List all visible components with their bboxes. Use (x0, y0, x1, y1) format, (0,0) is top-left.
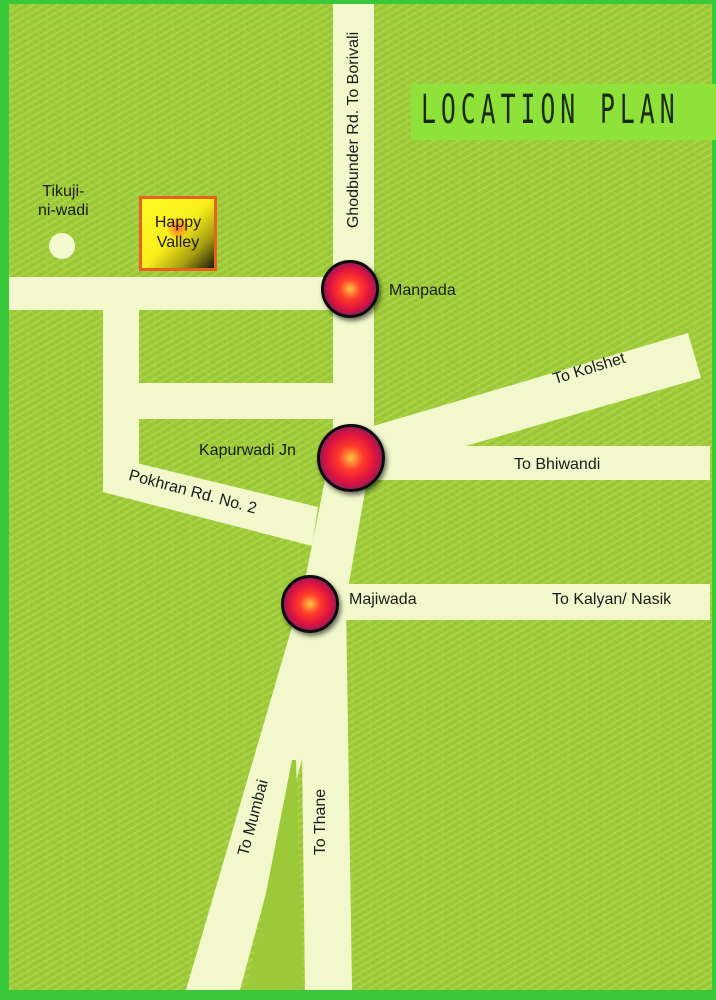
road-split-gap (247, 760, 303, 990)
road-thane (300, 600, 352, 990)
junction-marker-icon[interactable] (321, 260, 379, 318)
road-pokhran (103, 455, 318, 546)
page-title: LOCATION PLAN (421, 87, 680, 133)
road-kalyan (310, 584, 710, 620)
road-network (9, 4, 710, 990)
road-label-ghodbunder: Ghodbunder Rd. To Borivali (345, 31, 362, 229)
road-middle-lane (103, 383, 373, 419)
project-name-line2: Valley (156, 234, 200, 251)
village-dot-icon (49, 233, 75, 259)
title-band (411, 84, 716, 140)
road-manpada-horizontal (9, 277, 374, 310)
junction-label-manpada: Manpada (389, 282, 456, 299)
road-label-kalyan: To Kalyan/ Nasik (552, 591, 672, 608)
village-label-line2: ni-wadi (38, 202, 89, 219)
village-label: Tikuji- ni-wadi (38, 182, 89, 220)
junction-label-kapurwadi: Kapurwadi Jn (199, 442, 296, 459)
road-label-bhiwandi: To Bhiwandi (514, 456, 601, 473)
road-kolshet (360, 333, 701, 473)
project-name-line1: Happy (154, 214, 202, 231)
location-map (9, 4, 712, 990)
junction-marker-icon[interactable] (317, 424, 385, 492)
village-label-line1: Tikuji- (42, 183, 85, 200)
junction-marker-icon[interactable] (281, 575, 339, 633)
project-label: Happy Valley (142, 213, 214, 253)
project-marker[interactable]: Happy Valley (139, 196, 217, 271)
road-label-thane: To Thane (312, 788, 329, 856)
junction-label-majiwada: Majiwada (349, 591, 417, 608)
road-bhiwandi (355, 446, 710, 480)
road-ghodbunder (333, 4, 374, 444)
